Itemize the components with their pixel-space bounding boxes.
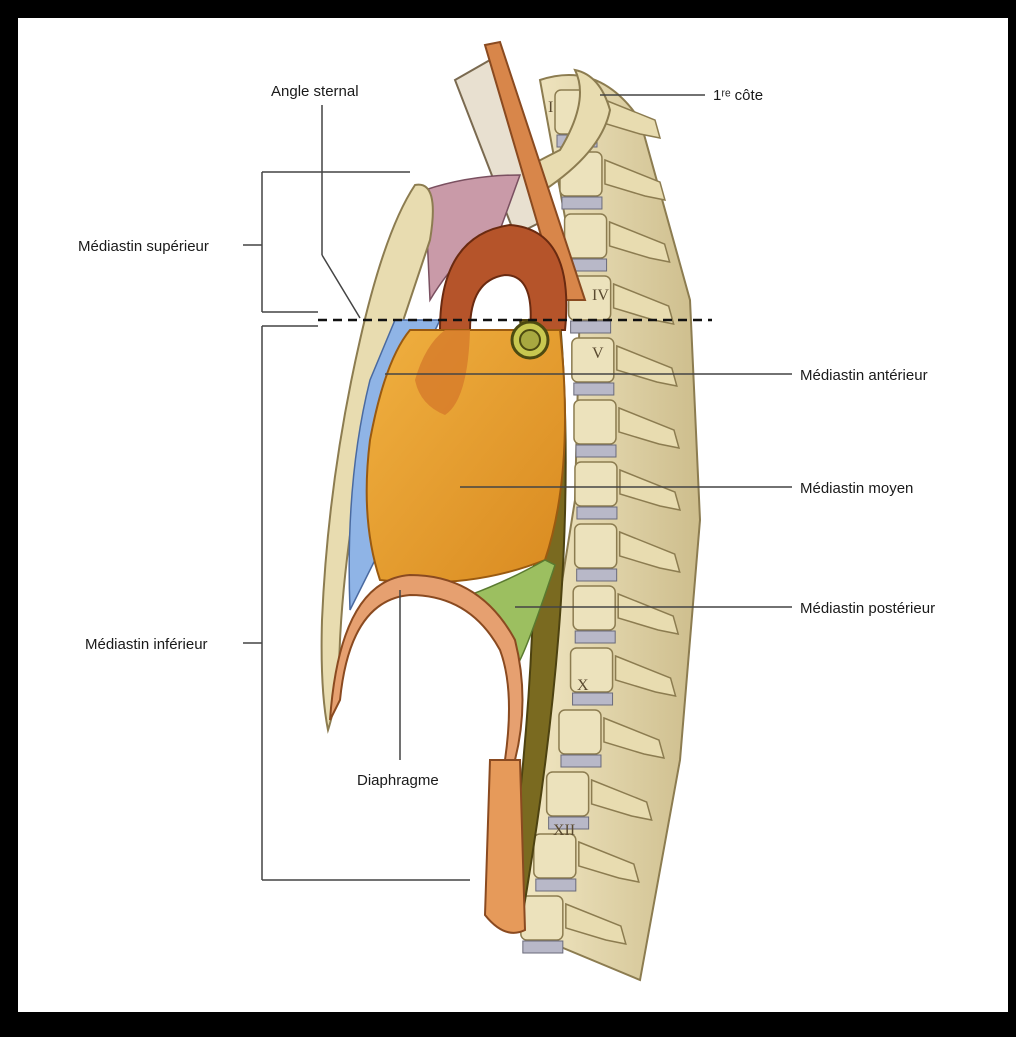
vertebra-body <box>534 834 576 878</box>
intervertebral-disc <box>562 197 602 209</box>
vertebra-body <box>573 586 615 630</box>
label-mediastin-posterieur: Médiastin postérieur <box>800 600 935 617</box>
vertebra-label-I: I <box>548 99 553 116</box>
mediastinum-illustration: I IV V X XII Angle sternal 1ʳᵉ côte Médi… <box>18 18 1008 1012</box>
intervertebral-disc <box>577 507 617 519</box>
diagram-frame: I IV V X XII Angle sternal 1ʳᵉ côte Médi… <box>18 18 1008 1012</box>
label-mediastin-inferieur: Médiastin inférieur <box>85 636 208 653</box>
intervertebral-disc <box>577 569 617 581</box>
vertebra-body <box>575 462 617 506</box>
label-angle-sternal: Angle sternal <box>271 83 359 100</box>
vertebra-label-V: V <box>592 345 604 362</box>
vertebra-label-XII: XII <box>553 822 575 839</box>
label-mediastin-superieur: Médiastin supérieur <box>78 238 209 255</box>
intervertebral-disc <box>573 693 613 705</box>
vertebra-body <box>559 710 601 754</box>
crus <box>485 760 525 933</box>
intervertebral-disc <box>561 755 601 767</box>
label-premiere-cote: 1ʳᵉ côte <box>713 87 763 104</box>
vertebra-body <box>565 214 607 258</box>
label-mediastin-anterieur: Médiastin antérieur <box>800 367 928 384</box>
vertebra-body <box>547 772 589 816</box>
vertebra-body <box>574 400 616 444</box>
vertebra-body <box>521 896 563 940</box>
intervertebral-disc <box>571 321 611 333</box>
vertebra-body <box>575 524 617 568</box>
vertebra-label-X: X <box>577 677 589 694</box>
label-mediastin-moyen: Médiastin moyen <box>800 480 913 497</box>
vertebra-label-IV: IV <box>592 287 609 304</box>
label-diaphragme: Diaphragme <box>357 772 439 789</box>
intervertebral-disc <box>574 383 614 395</box>
intervertebral-disc <box>575 631 615 643</box>
intervertebral-disc <box>576 445 616 457</box>
intervertebral-disc <box>536 879 576 891</box>
intervertebral-disc <box>523 941 563 953</box>
